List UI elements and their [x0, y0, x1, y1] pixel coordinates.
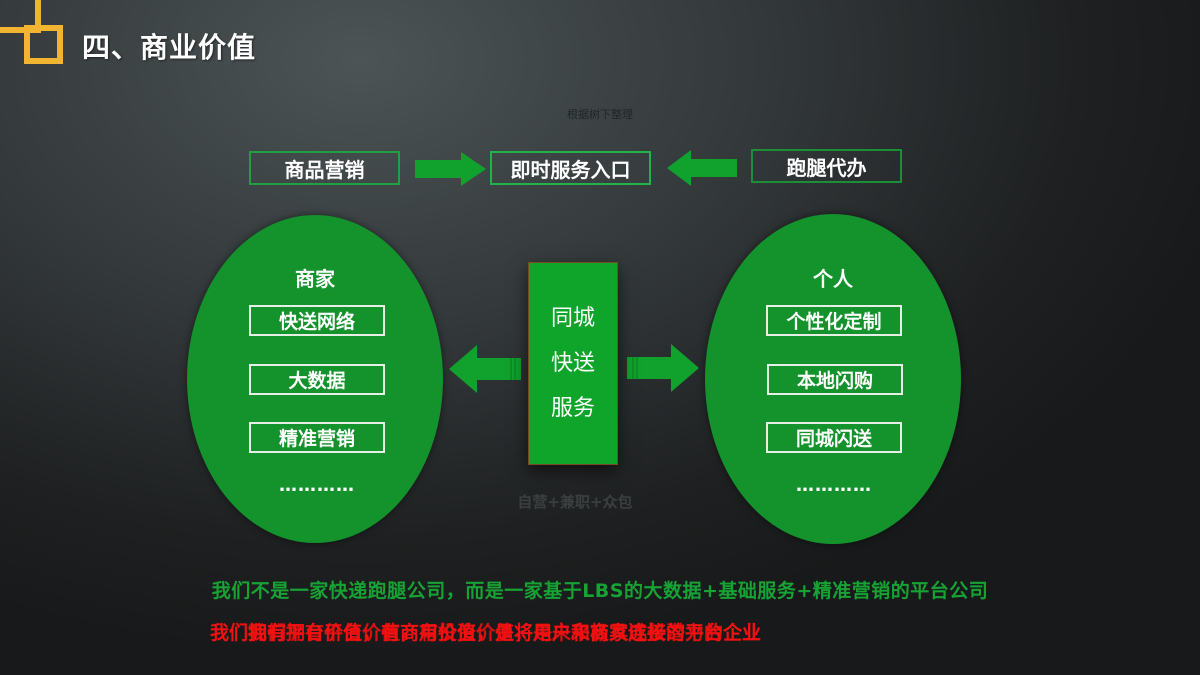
merchant-item-delivery-network: 快送网络 [249, 305, 385, 336]
individual-item-customization: 个性化定制 [766, 305, 902, 336]
instant-service-entry-label: 即时服务入口 [510, 157, 631, 182]
item-label: 本地闪购 [796, 370, 873, 392]
individual-ellipse [705, 214, 961, 544]
arrow-left-icon [449, 345, 521, 393]
arrow-right-icon [415, 152, 486, 186]
merchant-ellipsis: ………… [279, 475, 355, 496]
individual-item-local-flash-buy: 本地闪购 [767, 364, 903, 395]
item-label: 个性化定制 [786, 311, 882, 333]
instant-service-entry-box: 即时服务入口 [490, 151, 651, 185]
merchant-item-big-data: 大数据 [249, 364, 385, 395]
individual-title: 个人 [813, 267, 853, 291]
individual-ellipsis: ………… [796, 475, 872, 496]
item-label: 快送网络 [278, 311, 355, 333]
value-statement-a: 我们拥有平台价值，有商用价值，是将用户和商家连接的平台企业 [210, 622, 762, 644]
merchant-item-precision-marketing: 精准营销 [249, 422, 385, 453]
logo-bracket-icon [0, 0, 63, 64]
core-line: 同城 [550, 306, 595, 331]
errand-service-box: 跑腿代办 [751, 149, 902, 183]
arrow-right-icon [627, 344, 699, 392]
arrow-left-icon [667, 150, 737, 186]
value-statement-b: 我们拥有平台价值，有投资价值，是未来极具成长潜力的企业 [248, 622, 762, 644]
merchant-title: 商家 [295, 267, 335, 291]
core-caption: 自营+兼职+众包 [517, 493, 633, 511]
item-label: 同城闪送 [795, 428, 872, 450]
same-city-delivery-box: 同城 快送 服务 [528, 262, 618, 465]
errand-service-label: 跑腿代办 [786, 155, 867, 180]
item-label: 精准营销 [278, 428, 355, 450]
product-marketing-box: 商品营销 [249, 151, 400, 185]
individual-item-same-city-flash-delivery: 同城闪送 [766, 422, 902, 453]
item-label: 大数据 [288, 370, 346, 392]
core-line: 快送 [550, 351, 595, 376]
subtitle: 根据树下整理 [567, 108, 633, 121]
core-line: 服务 [550, 396, 595, 421]
merchant-ellipse [187, 215, 443, 543]
product-marketing-label: 商品营销 [284, 157, 365, 182]
page-title: 四、商业价值 [82, 31, 257, 64]
company-statement: 我们不是一家快递跑腿公司，而是一家基于LBS的大数据+基础服务+精准营销的平台公… [211, 580, 989, 602]
